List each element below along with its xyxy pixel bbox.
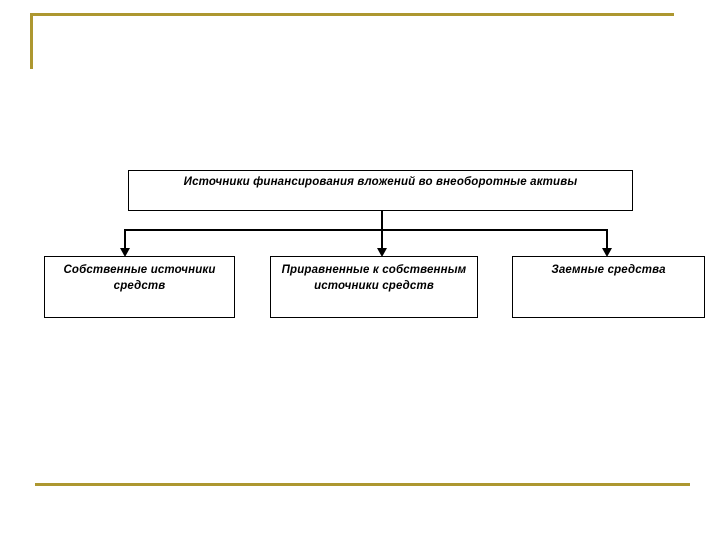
diagram-node-borrowed-funds-label: Заемные средства bbox=[551, 264, 666, 276]
diagram-node-own-sources: Собственные источники средств bbox=[44, 256, 235, 318]
connector-root-stem bbox=[381, 211, 384, 230]
diagram-node-equivalent-sources: Приравненные к собственным источники сре… bbox=[270, 256, 478, 318]
diagram-node-own-sources-label: Собственные источники средств bbox=[63, 264, 216, 292]
decorative-left-rule bbox=[30, 13, 33, 69]
connector-drop-own bbox=[124, 229, 127, 250]
diagram-node-root: Источники финансирования вложений во вне… bbox=[128, 170, 633, 211]
decorative-top-rule bbox=[30, 13, 674, 16]
diagram-node-borrowed-funds: Заемные средства bbox=[512, 256, 705, 318]
arrowhead-icon-own bbox=[120, 248, 131, 257]
connector-horizontal-bus bbox=[125, 228, 608, 231]
diagram-node-root-label: Источники финансирования вложений во вне… bbox=[183, 176, 578, 188]
arrowhead-icon-equiv bbox=[377, 248, 388, 257]
diagram-node-equivalent-sources-label: Приравненные к собственным источники сре… bbox=[281, 264, 467, 292]
connector-drop-equiv bbox=[381, 229, 384, 250]
connector-drop-borrowed bbox=[606, 229, 609, 250]
decorative-bottom-rule bbox=[35, 483, 690, 486]
arrowhead-icon-borrowed bbox=[602, 248, 613, 257]
